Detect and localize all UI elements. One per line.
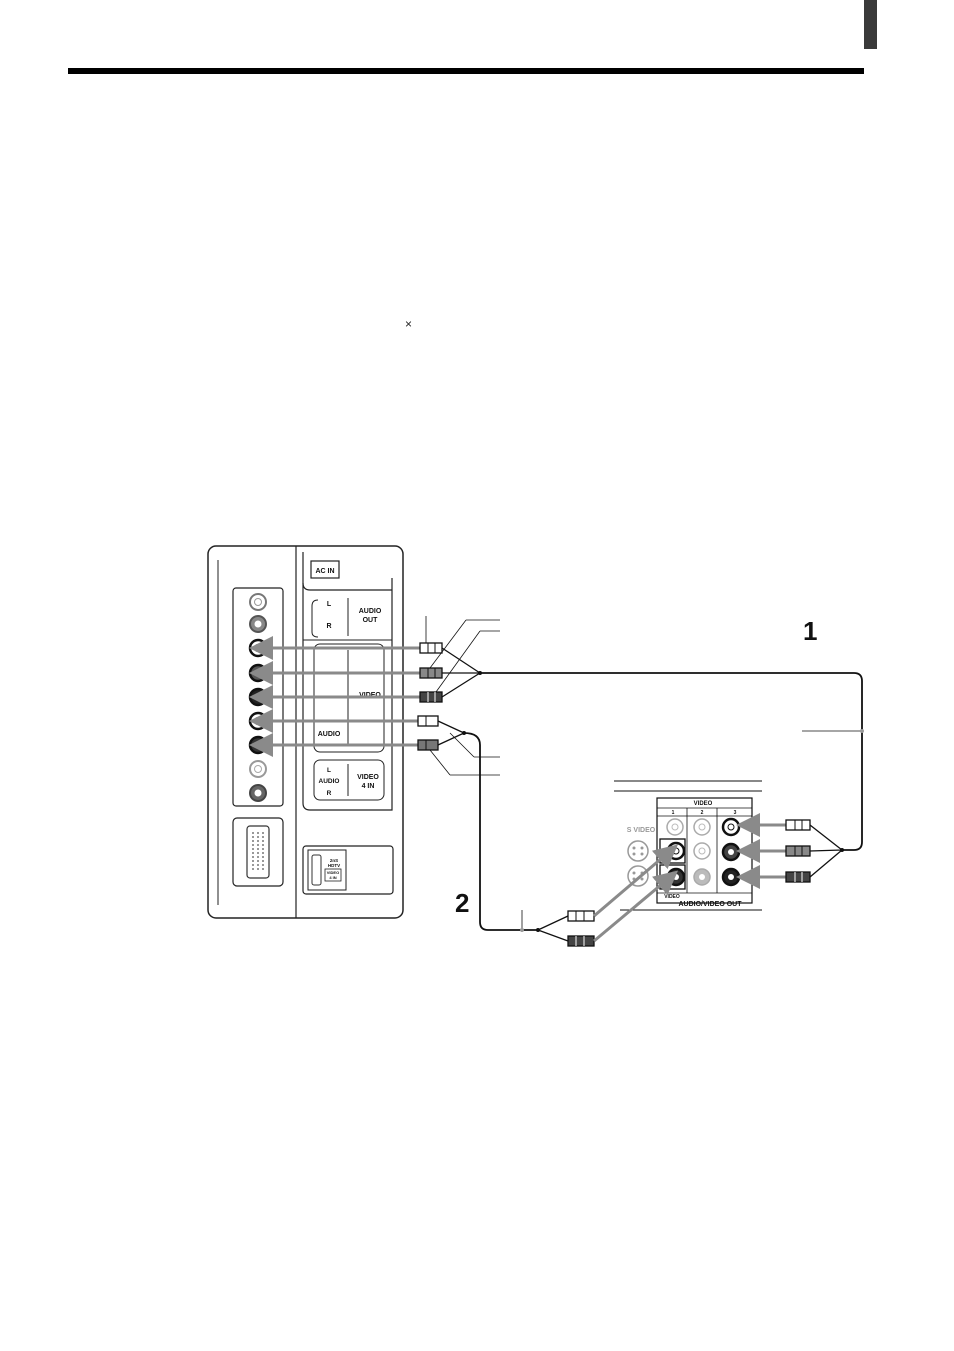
jack-video4-l[interactable] [249,760,267,778]
device-plug-audio-l [567,910,595,922]
device-pb-label: PB [743,850,751,856]
device-plug-pr [785,871,811,883]
audio-out-l: L [327,601,332,608]
device-y-label: Y [745,825,749,831]
device-s-video: S VIDEO [627,827,656,834]
device-audio-r-jack[interactable] [666,867,686,887]
plug-audio-r [417,739,439,751]
jack-y-in[interactable] [248,638,268,658]
plug-y [419,642,443,654]
device-audio-video-out: AUDIO/VIDEO OUT [678,901,742,908]
device-video2-jack[interactable] [693,818,711,836]
section-tab-marker [864,0,877,49]
device-plug-y [785,819,811,831]
component-device-panel: VIDEO 1 2 3 VIDEO AUDIO/VIDEO OUT S VIDE… [614,780,762,911]
jack-audio-r-in[interactable] [248,735,268,755]
step-number-2: 2 [455,888,469,918]
plug-pb [419,667,443,679]
hdtv-line1: 2nS [330,858,338,863]
audio-out-r: R [326,623,331,630]
jack-video4-r[interactable] [249,784,267,802]
s-video-jack-1[interactable] [627,840,649,862]
tv-rear-panel: AC IN L R AUDIO OUT VIDEO AUDIO L AUDIO … [207,545,404,919]
jack-pr-in[interactable] [248,687,268,707]
audio-out-label-1: AUDIO [359,608,382,615]
device-y-jack[interactable] [721,817,741,837]
device-audio2-r-jack[interactable] [693,868,711,886]
step-number-1: 1 [803,616,817,646]
plug-audio-l [417,715,439,727]
device-col-2: 2 [701,810,704,816]
plug-pr [419,691,443,703]
device-pr-jack[interactable] [721,867,741,887]
device-plug-pb [785,845,811,857]
device-pb-jack[interactable] [721,842,741,862]
jack-audio-l-in[interactable] [248,711,268,731]
hdtv-line2: HDTV [328,863,340,868]
ac-in-label: AC IN [315,568,334,575]
device-col-1: 1 [672,810,675,816]
jack-audio-out-r[interactable] [249,615,267,633]
audio-out-label-2: OUT [363,617,379,624]
header-rule [68,68,864,74]
device-col-3: 3 [734,810,737,816]
device-video1-jack[interactable] [666,818,684,836]
device-audio-l-jack[interactable] [666,841,686,861]
video4-audio: AUDIO [319,778,340,785]
hdtv-video-2: 4 IN [329,875,336,880]
dvi-connector-icon [232,817,284,887]
device-side-cables [520,729,864,947]
video4-label-1: VIDEO [357,774,379,781]
device-video-bottom: VIDEO [664,894,680,900]
tv-side-cables [249,616,863,931]
device-l-label: L [663,850,667,856]
device-plug-audio-r [567,935,595,947]
jack-audio-out-l[interactable] [249,593,267,611]
video4-r: R [327,790,332,797]
video-in-audio: AUDIO [318,731,341,738]
device-pr-label: PR [743,875,751,881]
jack-pb-in[interactable] [248,663,268,683]
video4-l: L [327,767,331,774]
video4-label-2: 4 IN [362,783,375,790]
device-audio2-l-jack[interactable] [693,842,711,860]
hdtv-video-1: VIDEO [327,870,339,875]
device-video-header: VIDEO [694,801,713,807]
cross-symbol: × [405,317,413,331]
